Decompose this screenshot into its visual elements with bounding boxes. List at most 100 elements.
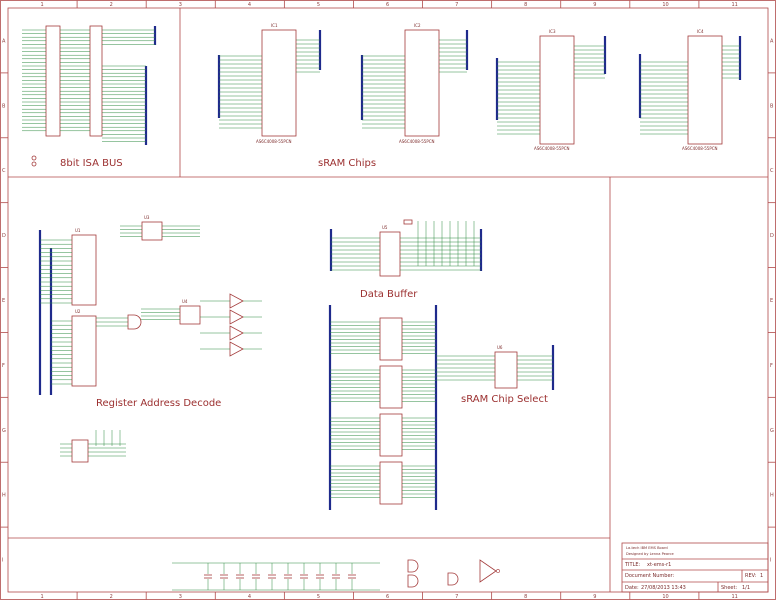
data-buffer-section: U5 Data Buffer [329, 219, 483, 300]
zone-column-label: 11 [731, 594, 737, 600]
sram-pin-lines [219, 39, 740, 135]
and-gate-icon [407, 559, 419, 573]
zone-row-label: A [2, 38, 6, 44]
u1-label: U1 [75, 228, 81, 233]
zone-column-label: 3 [179, 2, 182, 8]
board-name: La-tech IBM EMS Board [626, 546, 668, 550]
zone-column-label: 8 [524, 2, 527, 8]
zone-row-label: E [2, 298, 5, 304]
latch-chip-3 [379, 413, 403, 457]
title-block-frame [621, 542, 769, 593]
zone-column-label: 5 [317, 2, 320, 8]
zone-column-label: 9 [593, 2, 596, 8]
zone-column-label: 2 [110, 594, 113, 600]
chip-select-chip-u6 [494, 351, 518, 389]
zone-row-label: F [770, 363, 773, 369]
ic1-label: IC1 [271, 23, 278, 28]
zone-row-label: D [2, 233, 6, 239]
dip-pin-lines [60, 430, 126, 457]
sram-chip-ic1 [261, 29, 297, 137]
zone-column-label: 6 [386, 594, 389, 600]
jumper-icon [31, 155, 37, 161]
zone-column-label: 4 [248, 2, 251, 8]
buffer-gate-icon [229, 309, 244, 325]
date-label: Date: [625, 585, 639, 591]
zone-row-label: B [770, 103, 774, 109]
decode-chip-u4 [179, 305, 201, 325]
zone-row-label: H [2, 493, 6, 499]
latch-chip-1 [379, 317, 403, 361]
document-number-label: Document Number: [625, 573, 674, 579]
sram-chips-title: sRAM Chips [318, 158, 376, 169]
decode-chip-u2 [71, 315, 97, 387]
u2-label: U2 [75, 309, 81, 314]
u4-label: U4 [182, 299, 188, 304]
zone-row-label: C [2, 168, 6, 174]
zone-column-label: 3 [179, 594, 182, 600]
and-gate-icon [127, 314, 142, 330]
buffer-gate-icon [229, 325, 244, 341]
designer-credit: Designed by Lenna Pearce [626, 552, 674, 556]
buffer-pin-lines [331, 221, 481, 271]
latch-chip-4 [379, 461, 403, 505]
zone-row-label: D [770, 233, 774, 239]
zone-row-label: C [770, 168, 774, 174]
zone-row-label: I [770, 558, 771, 564]
and-gate-icon [447, 572, 459, 586]
pullup-resistor [403, 219, 413, 225]
ic3-part: AS6C4008-55PCN [534, 146, 570, 151]
zone-row-label: H [770, 493, 774, 499]
isa-connector-a [45, 25, 61, 137]
u3-label: U3 [144, 215, 150, 220]
sram-chip-ic4 [687, 35, 723, 145]
latch-chip-2 [379, 365, 403, 409]
inner-frame [7, 7, 769, 593]
zone-column-label: 6 [386, 2, 389, 8]
register-decode-title: Register Address Decode [96, 398, 221, 409]
jumper-icon [31, 161, 37, 167]
zone-row-label: A [770, 38, 774, 44]
inverter-gate-icon [479, 559, 497, 583]
sram-chip-ic2 [404, 29, 440, 137]
decode-pin-lines [40, 225, 262, 385]
zone-row-label: F [2, 363, 5, 369]
isa-bus-title: 8bit ISA BUS [60, 158, 123, 169]
zone-row-label: I [2, 558, 3, 564]
zone-column-label: 4 [248, 594, 251, 600]
zone-column-label: 10 [662, 594, 668, 600]
zone-column-label: 8 [524, 594, 527, 600]
ic4-label: IC4 [697, 29, 704, 34]
ic2-part: AS6C4008-55PCN [399, 139, 435, 144]
ic4-part: AS6C4008-55PCN [682, 146, 718, 151]
isa-pin-lines [22, 29, 155, 142]
zone-column-label: 5 [317, 594, 320, 600]
ic2-label: IC2 [414, 23, 421, 28]
power-section [172, 559, 500, 591]
title-label: TITLE: [624, 562, 641, 568]
sram-chips-section: IC1 AS6C4008-55PCN IC2 AS6C4008-55PCN IC… [217, 23, 742, 169]
data-buffer-title: Data Buffer [360, 289, 418, 300]
sheet-value: 1/1 [742, 585, 750, 591]
buffer-gate-icon [229, 293, 244, 309]
data-buffer-chip-u5 [379, 231, 401, 277]
title-block: La-tech IBM EMS Board Designed by Lenna … [621, 542, 769, 593]
zone-column-label: 10 [662, 2, 668, 8]
decoupling-capacitors [204, 563, 356, 590]
chip-select-pin-lines [330, 321, 553, 498]
zone-row-label: E [770, 298, 773, 304]
zone-column-label: 7 [455, 2, 458, 8]
zone-column-label: 9 [593, 594, 596, 600]
chip-select-section: U6 sRAM Chip Select [328, 305, 555, 510]
sram-chip-ic3 [539, 35, 575, 145]
date-value: 27/08/2013 13:43 [641, 585, 686, 591]
ic1-part: AS6C4008-55PCN [256, 139, 292, 144]
zone-row-label: B [2, 103, 6, 109]
zone-column-label: 2 [110, 2, 113, 8]
and-gate-icon [407, 574, 419, 588]
zone-column-label: 11 [731, 2, 737, 8]
zone-column-label: 7 [455, 594, 458, 600]
zone-row-label: G [770, 428, 774, 434]
